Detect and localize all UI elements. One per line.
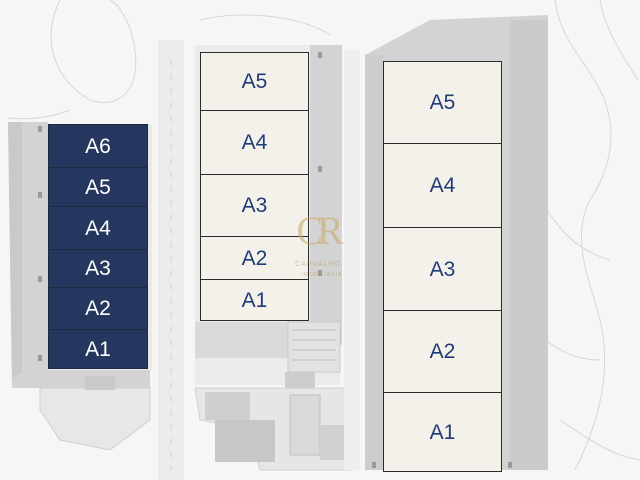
right-building-unit-a4[interactable]: A4: [383, 143, 502, 228]
middle-building-unit-a2[interactable]: A2: [200, 236, 309, 280]
unit-label: A5: [429, 91, 456, 114]
left-building-unit-a2[interactable]: A2: [48, 287, 148, 330]
left-building-unit-a3[interactable]: A3: [48, 249, 148, 288]
unit-label: A2: [429, 340, 456, 363]
middle-building-unit-a1[interactable]: A1: [200, 279, 309, 321]
right-building-unit-a3[interactable]: A3: [383, 227, 502, 311]
unit-label: A5: [85, 175, 111, 199]
unit-label: A4: [241, 131, 268, 154]
unit-label: A2: [241, 246, 268, 270]
unit-label: A6: [85, 134, 111, 158]
unit-label: A4: [85, 216, 111, 240]
right-building-unit-a2[interactable]: A2: [383, 310, 502, 393]
middle-building-unit-a3[interactable]: A3: [200, 174, 309, 237]
unit-label: A3: [429, 257, 456, 281]
unit-label: A1: [429, 420, 456, 444]
unit-label: A1: [241, 288, 268, 312]
left-building-unit-a6[interactable]: A6: [48, 124, 148, 168]
unit-label: A5: [241, 70, 268, 93]
middle-building-unit-a4[interactable]: A4: [200, 110, 309, 175]
unit-label: A3: [85, 257, 111, 280]
right-building-unit-a1[interactable]: A1: [383, 392, 502, 472]
left-building-unit-a5[interactable]: A5: [48, 167, 148, 207]
unit-label: A1: [85, 337, 111, 361]
left-building-unit-a4[interactable]: A4: [48, 206, 148, 250]
unit-label: A2: [85, 297, 111, 320]
unit-label: A4: [429, 174, 456, 197]
left-building-unit-a1[interactable]: A1: [48, 329, 148, 369]
right-building-unit-a5[interactable]: A5: [383, 61, 502, 144]
unit-label: A3: [241, 194, 268, 217]
middle-building-unit-a5[interactable]: A5: [200, 52, 309, 111]
